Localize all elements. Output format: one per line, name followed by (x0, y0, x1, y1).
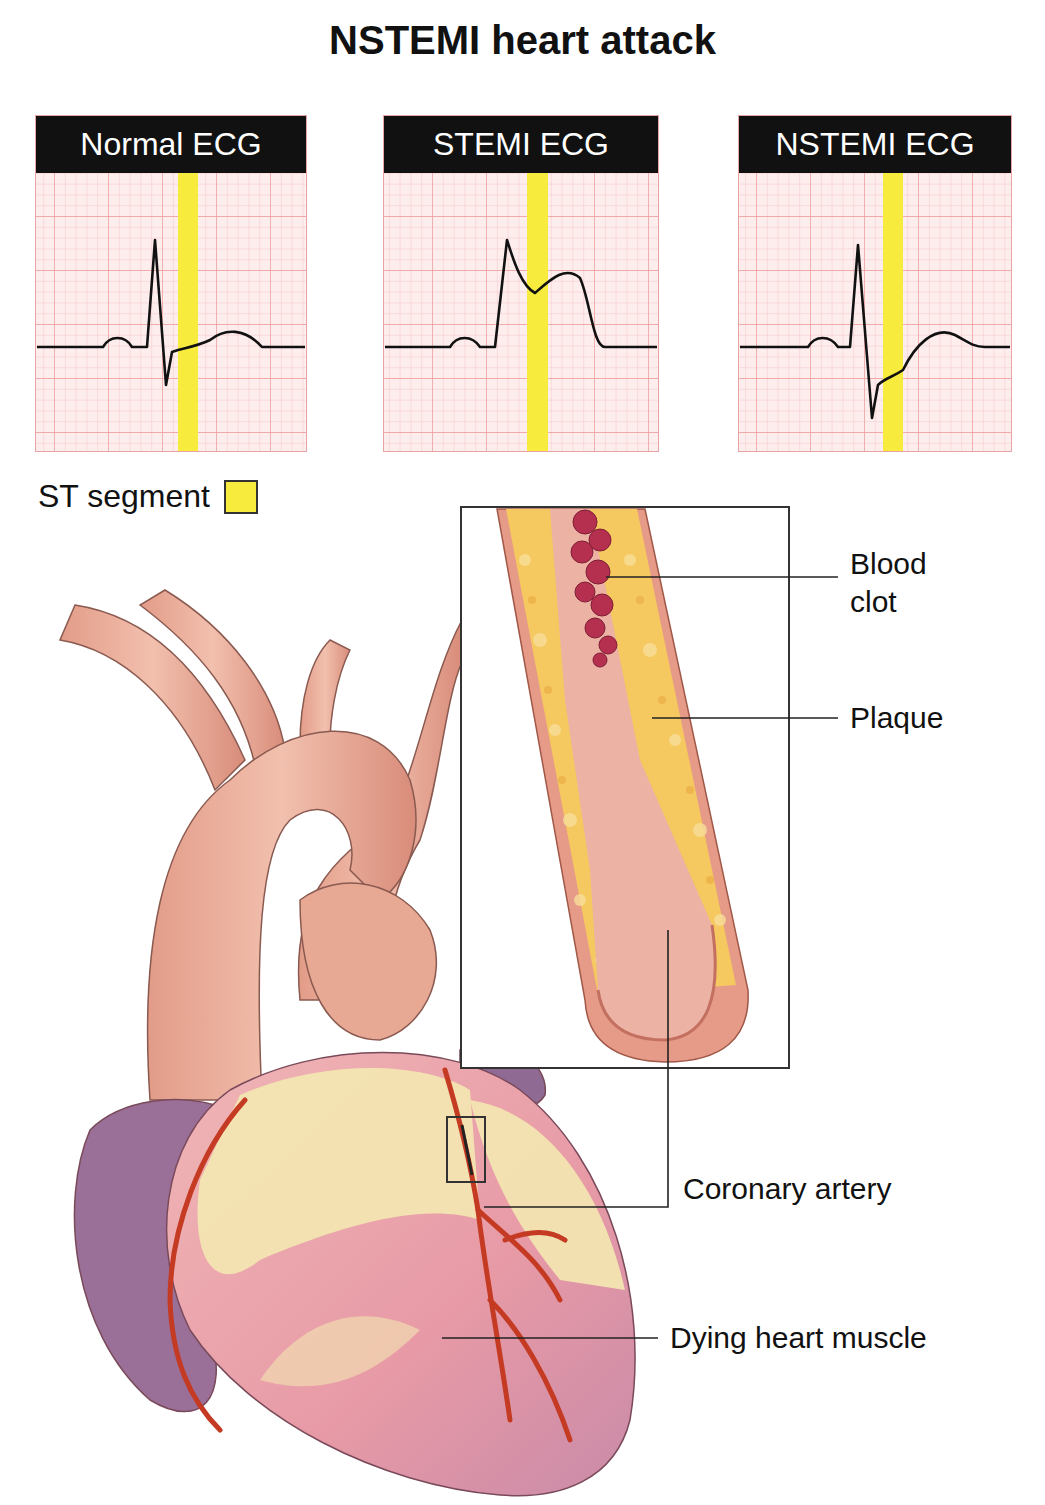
coronary-arteries (505, 1233, 565, 1241)
st-segment-bands (178, 172, 198, 452)
ecg-waveforms (385, 240, 657, 347)
heart (260, 1316, 420, 1386)
callout-label: Blood clot (850, 545, 962, 622)
st-segment-bands (178, 172, 903, 452)
coronary-arteries (490, 1300, 570, 1440)
heart (198, 1068, 481, 1274)
inset (461, 507, 789, 1068)
ecg-grids (35, 172, 307, 452)
great-vessels (140, 590, 285, 765)
inset (544, 686, 552, 694)
leader-lines (652, 717, 838, 719)
great-vessels (300, 883, 436, 1040)
blood-clot (573, 510, 597, 534)
inset (636, 596, 644, 604)
heart (470, 1100, 625, 1290)
ecg-waveforms (37, 240, 1010, 418)
panel-header: Normal ECG (36, 116, 306, 173)
coronary-arteries (445, 1070, 510, 1420)
inset (714, 914, 726, 926)
callout-label: Coronary artery (683, 1170, 891, 1208)
inset (686, 786, 694, 794)
inset (598, 925, 715, 1040)
leader-lines (442, 1337, 658, 1339)
blood-clot (599, 636, 617, 654)
blood-clot (586, 560, 610, 584)
st-segment-bands (527, 172, 548, 452)
legend-swatch (224, 480, 258, 514)
leader-lines (484, 930, 668, 1207)
inset (624, 554, 636, 566)
panel-header-text: STEMI ECG (433, 126, 609, 163)
inset (550, 509, 715, 1040)
inset (669, 734, 681, 746)
inset (574, 894, 586, 906)
panel-header-text: Normal ECG (80, 126, 261, 163)
blood-clot (571, 510, 617, 667)
inset (706, 876, 714, 884)
st-segment-bands (883, 172, 903, 452)
ecg-grids (35, 172, 307, 452)
panel-header-text: NSTEMI ECG (775, 126, 974, 163)
blood-clot (593, 653, 607, 667)
ecg-grids (35, 172, 1012, 452)
heart (167, 1053, 635, 1496)
ecg-grids (738, 172, 1012, 452)
inset (563, 813, 577, 827)
inset (519, 554, 531, 566)
inset (549, 724, 561, 736)
inset (658, 696, 666, 704)
title: NSTEMI heart attack (0, 18, 1045, 63)
coronary-arteries (170, 1100, 245, 1430)
inset (643, 643, 657, 657)
inset (461, 507, 789, 1068)
inset (497, 509, 748, 1062)
blocked-segment (462, 1125, 472, 1175)
ecg-grids (383, 172, 659, 452)
ecg-panel: Normal ECG (35, 115, 307, 452)
ecg-waveforms (37, 240, 305, 385)
blood-clot (585, 618, 605, 638)
panel-header: NSTEMI ECG (739, 116, 1011, 173)
ecg-grids (383, 172, 659, 452)
blood-clot (571, 541, 593, 563)
great-vessels (300, 640, 350, 745)
callout-label: Plaque (850, 699, 943, 737)
ecg-grids (738, 172, 1012, 452)
heart (74, 1044, 635, 1496)
callout-label: Dying heart muscle (670, 1319, 927, 1357)
legend-text: ST segment (38, 478, 210, 515)
panel-header: STEMI ECG (384, 116, 658, 173)
blood-clot (575, 582, 595, 602)
leader-lines (442, 577, 838, 1338)
inset (693, 823, 707, 837)
inset (528, 596, 536, 604)
zoom-marker (447, 1117, 485, 1182)
leader-lines (606, 576, 838, 578)
inset (533, 633, 547, 647)
ecg-panel: NSTEMI ECG (738, 115, 1012, 452)
great-vessels (60, 590, 462, 1100)
ecg-panel: STEMI ECG (383, 115, 659, 452)
blood-clot (591, 594, 613, 616)
coronary-arteries (170, 1070, 570, 1440)
inset (558, 776, 566, 784)
ecg-waveforms (740, 245, 1010, 418)
coronary-arteries (478, 1210, 560, 1300)
